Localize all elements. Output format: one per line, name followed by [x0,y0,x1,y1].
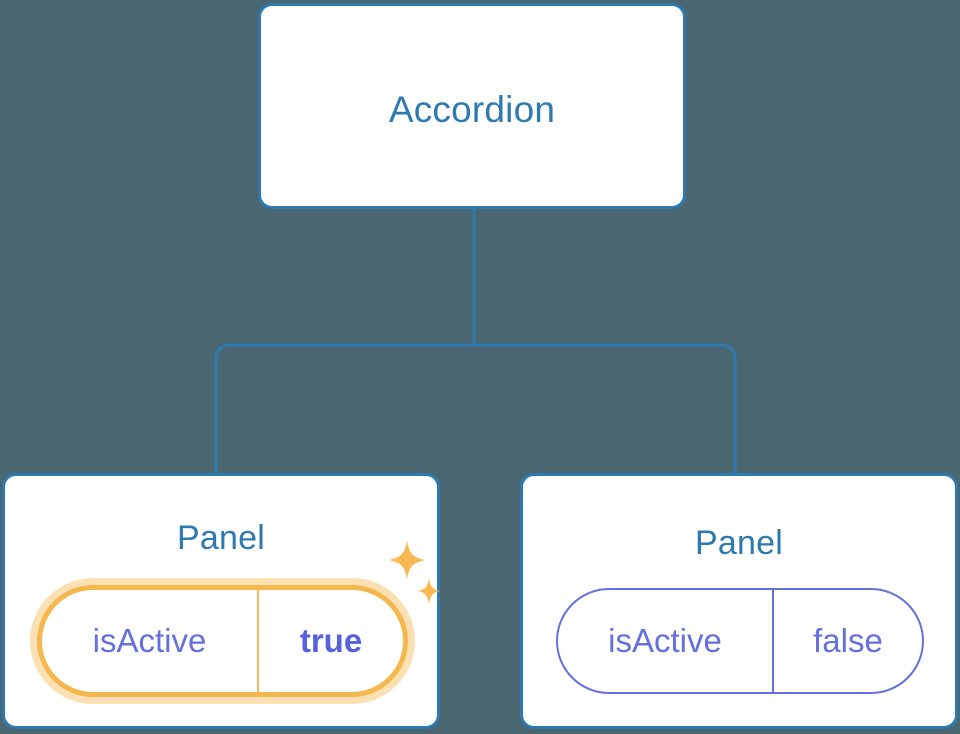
prop-pill-isactive-false[interactable]: isActive false [556,588,924,694]
prop-pill-isactive-true[interactable]: isActive true [37,585,408,697]
prop-value-label: false [813,622,883,659]
node-panel-left-title: Panel [177,519,265,557]
connector-branch-right [474,343,737,473]
node-accordion-title: Accordion [388,89,556,130]
prop-key-label: isActive [608,622,722,659]
connector-branch-left [214,343,474,473]
node-accordion[interactable]: Accordion [258,3,686,209]
prop-pill-divider [257,590,259,692]
prop-value-label: true [299,622,363,659]
prop-key-label: isActive [92,622,207,659]
prop-pill-divider [772,590,774,692]
node-panel-right-title: Panel [695,524,783,562]
